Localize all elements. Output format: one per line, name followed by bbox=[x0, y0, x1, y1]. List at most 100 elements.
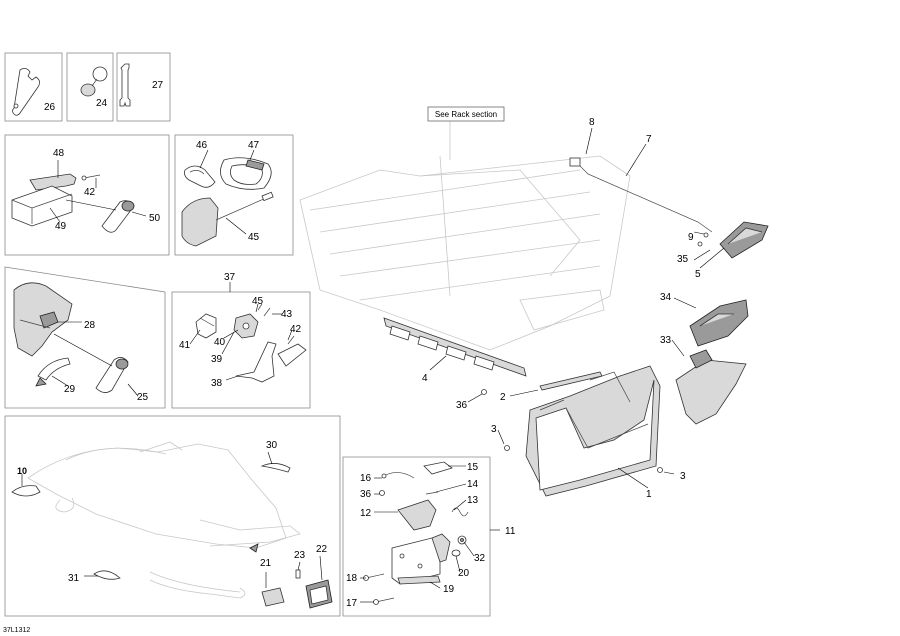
callout-29: 29 bbox=[64, 384, 76, 395]
taillight-5-part bbox=[719, 221, 769, 259]
bushing-20-part bbox=[451, 549, 461, 557]
inset-bag-can-frame bbox=[4, 134, 170, 256]
suction-cup-part bbox=[80, 66, 108, 97]
callout-21: 21 bbox=[260, 558, 272, 569]
callout-25: 25 bbox=[137, 392, 149, 403]
inset-strap-frame bbox=[174, 134, 294, 256]
can-25-part bbox=[95, 357, 129, 393]
screw-18-part bbox=[363, 573, 385, 581]
callout-12: 12 bbox=[360, 508, 372, 519]
pin-14-part bbox=[425, 491, 439, 495]
callout-7: 7 bbox=[646, 134, 652, 145]
callout-labels: 26 24 27 48 42 49 50 46 47 45 37 28 29 2… bbox=[17, 80, 701, 609]
cover-34-part bbox=[689, 299, 749, 347]
inset-spanner-frame bbox=[116, 52, 171, 122]
pad-21-part bbox=[261, 587, 285, 607]
strap-46-part bbox=[184, 165, 216, 188]
callout-46: 46 bbox=[196, 140, 208, 151]
nut-9-part bbox=[703, 232, 709, 238]
reflector-31-part bbox=[93, 570, 121, 580]
callout-39: 39 bbox=[211, 354, 223, 365]
strip-2-part bbox=[539, 371, 603, 391]
screw-42a-part bbox=[81, 174, 101, 181]
screw-35-part bbox=[697, 241, 703, 247]
callout-1: 1 bbox=[646, 489, 652, 500]
inset-vehicle-frame bbox=[4, 415, 341, 617]
screw-17-part bbox=[373, 597, 395, 605]
callout-36b: 36 bbox=[360, 489, 372, 500]
callout-22: 22 bbox=[316, 544, 328, 555]
callout-42b: 42 bbox=[290, 324, 302, 335]
callout-20: 20 bbox=[458, 568, 470, 579]
side-rail-4-part bbox=[383, 317, 527, 377]
callout-50: 50 bbox=[149, 213, 161, 224]
harness-7-part bbox=[569, 157, 713, 233]
strap-47-part bbox=[220, 157, 272, 190]
bracket-38-part bbox=[235, 341, 307, 383]
latch-12-part bbox=[397, 499, 437, 531]
clip-15-part bbox=[423, 461, 453, 475]
callout-9: 9 bbox=[688, 232, 694, 243]
callout-33: 33 bbox=[660, 335, 672, 346]
callout-45b: 45 bbox=[252, 296, 264, 307]
callout-35: 35 bbox=[677, 254, 689, 265]
callout-13: 13 bbox=[467, 495, 479, 506]
inset-suction-frame bbox=[66, 52, 114, 122]
callout-10: 10 bbox=[17, 466, 27, 476]
callout-15: 15 bbox=[467, 462, 479, 473]
clip-41-part bbox=[195, 313, 217, 339]
screw-42b-part bbox=[287, 335, 295, 345]
callout-17: 17 bbox=[346, 598, 358, 609]
rack-ghost bbox=[299, 120, 631, 351]
see-rack-box bbox=[427, 106, 505, 122]
bracket-33-part bbox=[675, 349, 747, 425]
callout-31: 31 bbox=[68, 573, 80, 584]
pin-43-part bbox=[263, 307, 271, 317]
callout-2: 2 bbox=[500, 392, 506, 403]
can-50-part bbox=[101, 200, 135, 233]
holder-45-part bbox=[181, 191, 274, 247]
cable-16-part bbox=[381, 472, 415, 479]
callout-23: 23 bbox=[294, 550, 306, 561]
diagram-code: 37L1312 bbox=[3, 627, 30, 634]
callout-26: 26 bbox=[44, 102, 56, 113]
callout-48: 48 bbox=[53, 148, 65, 159]
storage-box-1-part bbox=[525, 365, 661, 497]
callout-14: 14 bbox=[467, 479, 479, 490]
snowmobile-outline bbox=[27, 441, 301, 599]
callout-8: 8 bbox=[589, 117, 595, 128]
callout-34: 34 bbox=[660, 292, 672, 303]
callout-30: 30 bbox=[266, 440, 278, 451]
callout-19: 19 bbox=[443, 584, 455, 595]
bracket-48-part bbox=[29, 173, 77, 191]
callout-38: 38 bbox=[211, 378, 223, 389]
strap-29-part bbox=[35, 357, 71, 387]
callout-42a: 42 bbox=[84, 187, 96, 198]
holder-28-part bbox=[13, 282, 73, 357]
bag-49-part bbox=[11, 185, 73, 227]
reflector-30-part bbox=[260, 463, 291, 473]
wrench-part bbox=[12, 68, 40, 116]
inset-holder-frame bbox=[4, 266, 166, 409]
inset-bracket-frame bbox=[171, 291, 311, 409]
callout-28: 28 bbox=[84, 320, 96, 331]
callout-41: 41 bbox=[179, 340, 191, 351]
trim-19-part bbox=[397, 575, 441, 585]
see-rack-label: See Rack section bbox=[435, 110, 497, 119]
spring-13-part bbox=[451, 507, 469, 517]
inset-hardware-frame bbox=[342, 456, 491, 617]
fastener-3a-part bbox=[504, 445, 510, 451]
mount-40-part bbox=[233, 313, 259, 339]
nut-36b-part bbox=[379, 490, 385, 496]
reflector-10-part bbox=[11, 485, 41, 497]
fastener-3b-part bbox=[657, 467, 663, 473]
pin-45b-part bbox=[257, 303, 263, 311]
spanner-part bbox=[119, 63, 131, 107]
callout-49: 49 bbox=[55, 221, 67, 232]
callout-24: 24 bbox=[96, 98, 108, 109]
screw-23-part bbox=[295, 569, 301, 579]
callout-3a: 3 bbox=[491, 424, 497, 435]
callout-5: 5 bbox=[695, 269, 701, 280]
inset-wrench-frame bbox=[4, 52, 63, 122]
